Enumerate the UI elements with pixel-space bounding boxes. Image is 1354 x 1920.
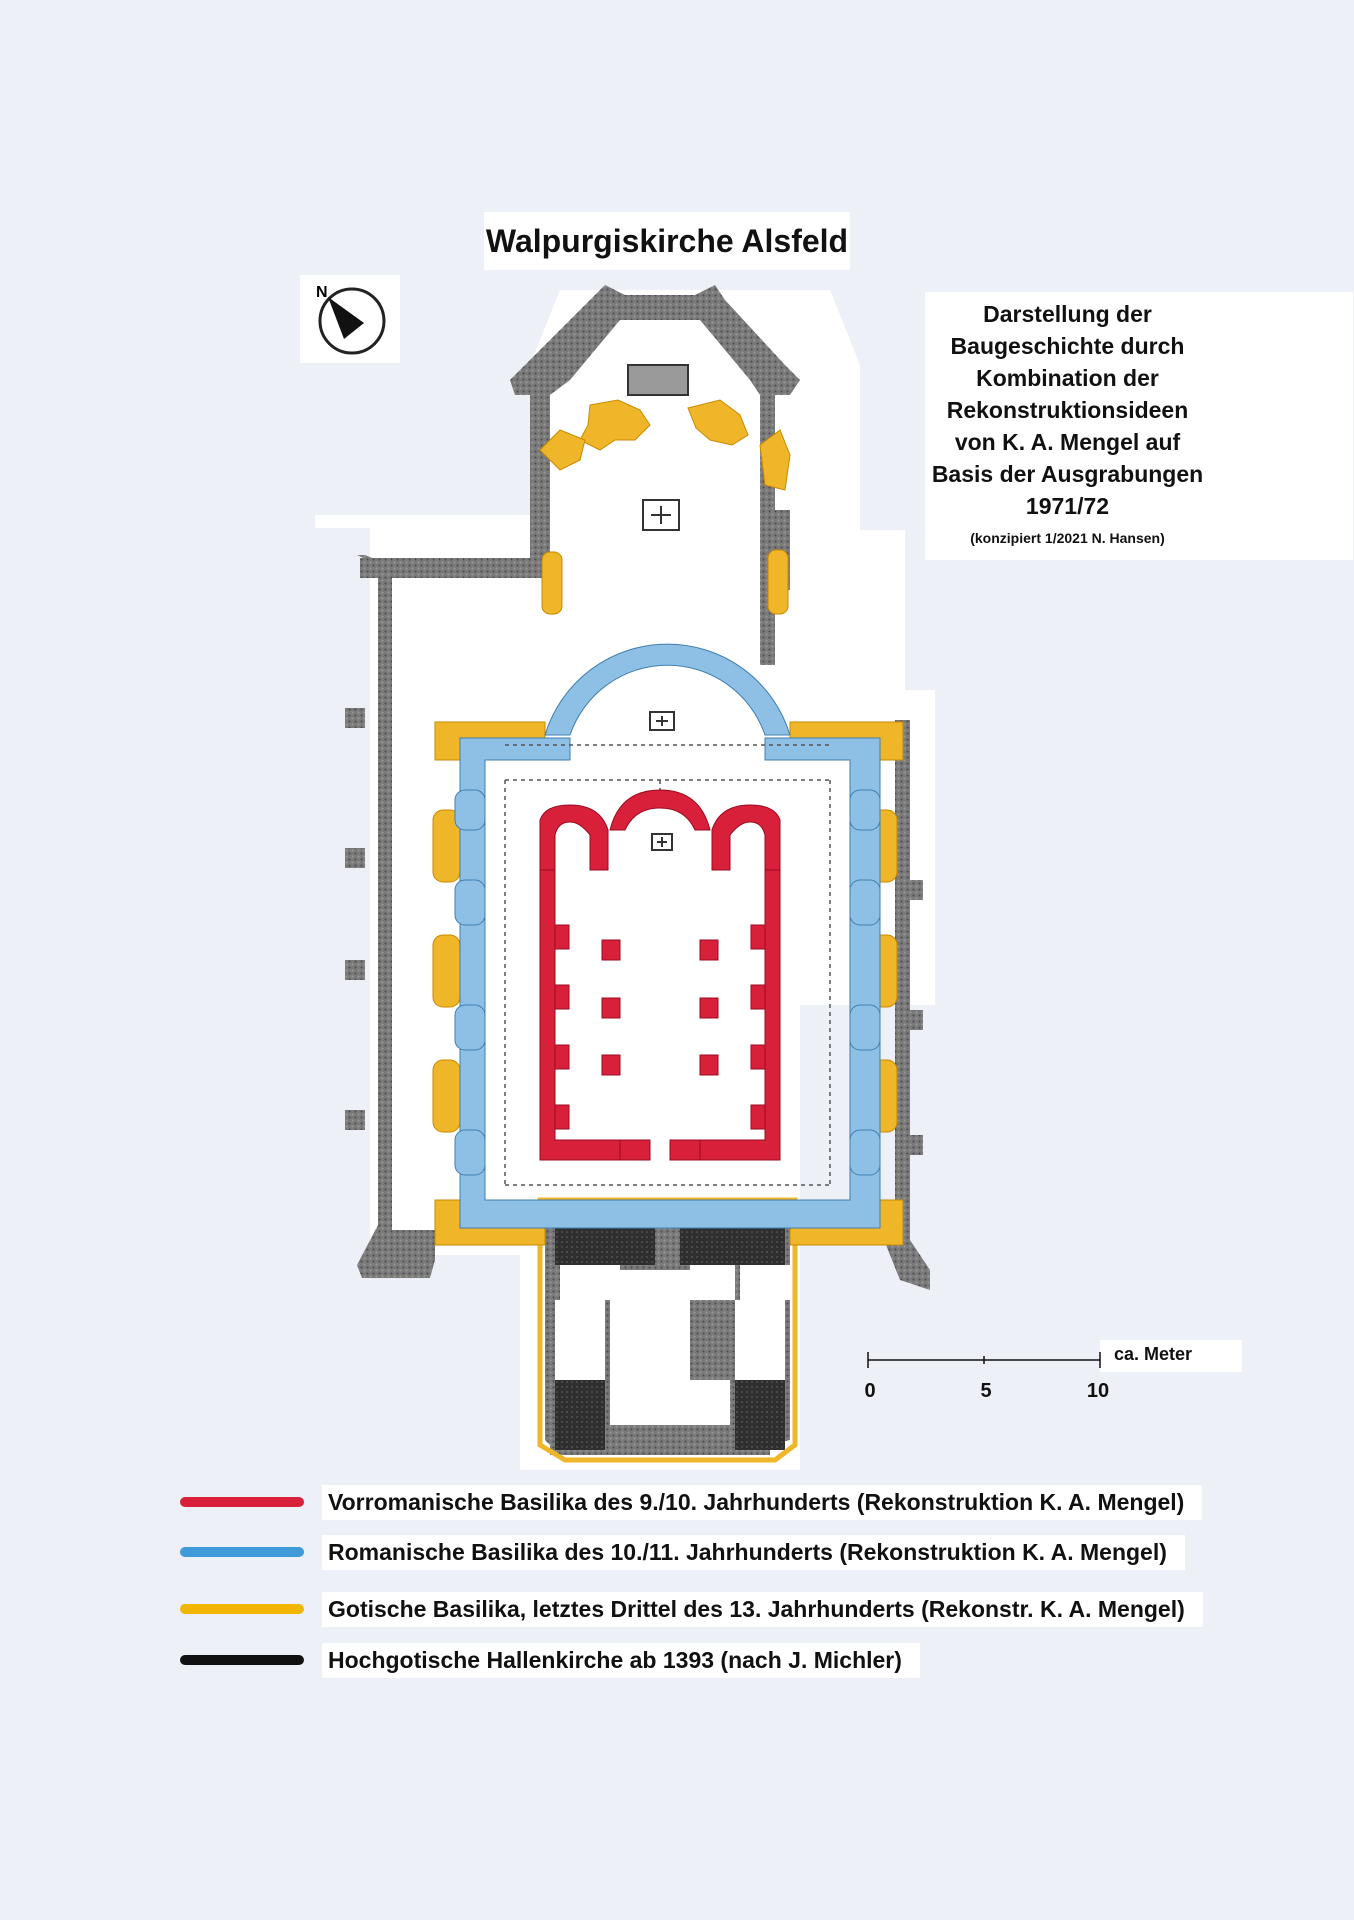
- legend-label: Gotische Basilika, letztes Drittel des 1…: [322, 1591, 1203, 1627]
- tower-interior: [555, 1265, 785, 1425]
- description-line: von K. A. Mengel auf: [954, 429, 1181, 455]
- description-line: Rekonstruktionsideen: [946, 397, 1189, 423]
- pre-romanesque-walls: [539, 789, 781, 1161]
- legend-item: Vorromanische Basilika des 9./10. Jahrhu…: [180, 1480, 1203, 1524]
- legend-label: Vorromanische Basilika des 9./10. Jahrhu…: [322, 1484, 1203, 1520]
- scale-unit: ca. Meter: [1114, 1344, 1193, 1364]
- compass-label: N: [316, 284, 328, 301]
- legend-item: Hochgotische Hallenkirche ab 1393 (nach …: [180, 1638, 920, 1682]
- altar-crosses: [651, 506, 671, 847]
- legend-swatch: [180, 1497, 304, 1507]
- floor-plan: [315, 285, 935, 1480]
- scale-tick-5: 5: [980, 1380, 992, 1402]
- scale-tick-0: 0: [864, 1380, 876, 1402]
- description-line: Kombination der: [976, 365, 1159, 391]
- page-title: Walpurgiskirche Alsfeld: [484, 212, 850, 270]
- legend-label: Romanische Basilika des 10./11. Jahrhund…: [322, 1534, 1185, 1570]
- description-line: Baugeschichte durch: [950, 333, 1185, 359]
- scale-tick-10: 10: [1086, 1380, 1110, 1402]
- legend-swatch: [180, 1604, 304, 1614]
- legend-item: Gotische Basilika, letztes Drittel des 1…: [180, 1587, 1203, 1631]
- north-compass: N: [300, 275, 400, 363]
- church-floor-plan: [315, 285, 935, 1480]
- legend-swatch: [180, 1547, 304, 1557]
- description-line: Darstellung der: [983, 301, 1152, 327]
- compass-icon: N: [316, 284, 386, 355]
- romanesque-walls: [454, 643, 881, 1229]
- scale-bar-line: [867, 1352, 1101, 1368]
- legend-label: Hochgotische Hallenkirche ab 1393 (nach …: [322, 1642, 920, 1678]
- legend-swatch: [180, 1655, 304, 1665]
- legend-item: Romanische Basilika des 10./11. Jahrhund…: [180, 1530, 1185, 1574]
- scale-bar: ca. Meter 0 5 10: [838, 1340, 1242, 1428]
- description-line: 1971/72: [1025, 493, 1110, 519]
- description-line: Basis der Ausgrabungen: [931, 461, 1204, 487]
- description-credit: (konzipiert 1/2021 N. Hansen): [970, 530, 1165, 546]
